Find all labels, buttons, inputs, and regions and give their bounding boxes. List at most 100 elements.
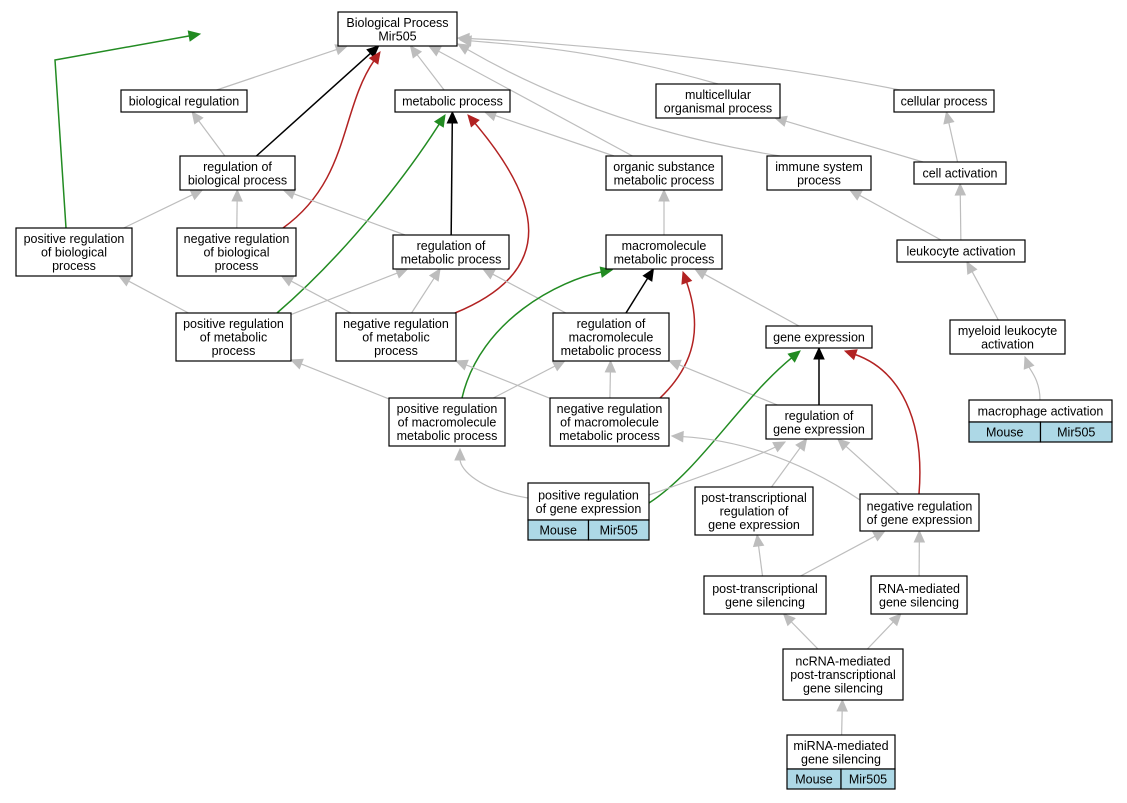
- term-label-line: cellular process: [901, 95, 988, 109]
- term-node-bioreg[interactable]: biological regulation: [120, 89, 248, 113]
- edge-regmet-to-metab-line: [450, 121, 454, 236]
- edge-posgene-to-posmacro-arrowhead: [454, 447, 466, 461]
- term-label-line: process: [52, 259, 96, 273]
- edge-negmet-to-regmet-line: [411, 277, 436, 314]
- term-label-line: gene expression: [708, 518, 800, 532]
- edge-bioreg-to-bp: [216, 44, 349, 91]
- term-label-line: of biological: [41, 246, 107, 260]
- edge-negmet-to-metab-line: [454, 122, 530, 314]
- edge-rnasil-to-neggene: [913, 529, 926, 577]
- edge-multi-to-bp: [458, 35, 719, 85]
- edge-myeloid-to-leuk-line: [971, 270, 999, 321]
- edge-leuk-to-cellact-arrowhead: [954, 182, 967, 196]
- edge-posgene-to-reggene-arrowhead: [772, 441, 787, 453]
- term-box: [859, 493, 980, 532]
- edge-reggene-to-regmacro-arrowhead: [667, 359, 682, 371]
- term-box: [703, 575, 827, 615]
- term-box: [782, 648, 904, 701]
- edge-regmet-to-regbio: [282, 188, 406, 236]
- edge-posbio-to-regbio-arrowhead: [189, 189, 204, 201]
- edge-posmet-to-regmet-arrowhead: [394, 267, 409, 279]
- term-label-line: organic substance: [613, 160, 715, 174]
- term-node-cellact[interactable]: cell activation: [913, 161, 1007, 185]
- term-box: [605, 155, 723, 191]
- edge-ptsil-to-neggene: [800, 530, 886, 577]
- term-box: [870, 575, 968, 615]
- edge-negmacro-to-negmet-line: [465, 364, 551, 399]
- term-box: [176, 227, 297, 277]
- term-box: [120, 89, 248, 113]
- edge-cellact-to-multi-arrowhead: [773, 115, 788, 127]
- edge-neggene-to-geneexp-line: [854, 353, 921, 495]
- term-box: [15, 227, 133, 277]
- edge-macroph-to-myeloid-arrowhead: [1023, 355, 1035, 370]
- term-label-line: post-transcriptional: [790, 668, 896, 682]
- edge-cellact-to-cellproc-arrowhead: [943, 110, 955, 125]
- term-label-line: biological process: [188, 173, 287, 187]
- term-box: [765, 404, 873, 440]
- term-box: [896, 239, 1026, 263]
- term-label-line: process: [797, 173, 841, 187]
- term-label-line: Mir505: [378, 29, 416, 43]
- term-label-line: post-transcriptional: [701, 491, 807, 505]
- term-label-line: metabolic process: [397, 429, 498, 443]
- edge-geneexp-to-macro-arrowhead: [693, 268, 708, 280]
- term-box: [949, 319, 1066, 355]
- term-box: [765, 325, 873, 349]
- term-label-line: metabolic process: [561, 344, 662, 358]
- edge-posmacro-to-posmet-line: [300, 363, 390, 400]
- edge-immune-to-bp-line: [466, 48, 781, 157]
- edge-regmacro-to-regmet-line: [491, 273, 567, 314]
- edge-posmet-to-metab-arrowhead: [433, 113, 446, 128]
- term-box: [694, 486, 814, 536]
- term-node-metab[interactable]: metabolic process: [394, 89, 511, 113]
- edge-ptsil-to-ptreg-arrowhead: [752, 533, 765, 548]
- term-node-geneexp[interactable]: gene expression: [765, 325, 873, 349]
- edge-leuk-to-immune: [848, 189, 942, 241]
- edge-macro-to-organic: [658, 188, 670, 235]
- edge-macro-to-organic-arrowhead: [658, 188, 670, 202]
- annotation-organism: Mouse: [986, 426, 1024, 440]
- term-node-leuk[interactable]: leukocyte activation: [896, 239, 1026, 263]
- term-label-line: metabolic process: [559, 429, 660, 443]
- term-box: [335, 312, 457, 362]
- annotation-gene: Mir505: [849, 773, 887, 787]
- edge-organic-to-metab: [483, 110, 615, 157]
- term-box: [913, 161, 1007, 185]
- edge-immune-to-bp-arrowhead: [456, 43, 471, 55]
- term-node-cellproc[interactable]: cellular process: [893, 89, 995, 113]
- term-label-line: of biological: [203, 246, 269, 260]
- edge-ptsil-to-neggene-line: [800, 535, 877, 577]
- term-label-line: macromolecule: [622, 239, 707, 253]
- edge-posgene-to-posmacro: [454, 447, 529, 499]
- term-label-line: miRNA-mediated: [793, 739, 888, 753]
- term-label-line: cell activation: [922, 167, 997, 181]
- edge-posmacro-to-macro-line: [461, 271, 603, 399]
